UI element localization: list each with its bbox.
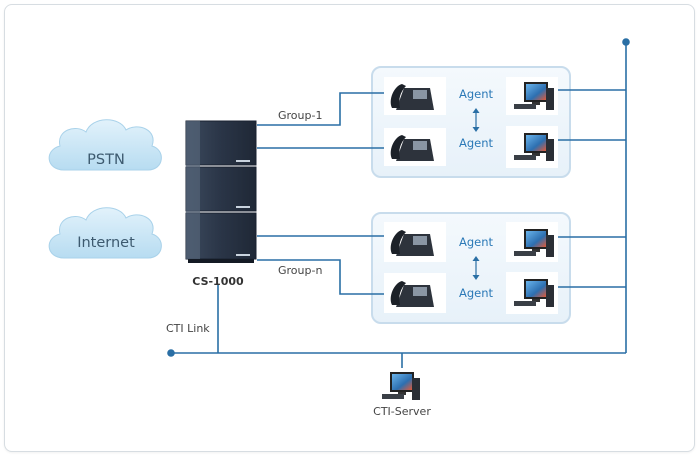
computer-icon <box>514 229 554 257</box>
cti-link-label: CTI Link <box>166 322 210 335</box>
double-arrow-icon <box>472 108 480 132</box>
group-1-agent-2: Agent <box>459 136 494 150</box>
pstn-label: PSTN <box>87 152 125 168</box>
computer-icon <box>514 279 554 307</box>
phone-icon <box>390 281 434 307</box>
double-arrow-icon <box>472 256 480 280</box>
group-n-line-lower <box>257 259 386 295</box>
group-n-agent-2: Agent <box>459 286 494 300</box>
phone-icon <box>390 230 434 256</box>
group-1-agent-1: Agent <box>459 87 494 101</box>
switch-label: CS-1000 <box>192 275 244 288</box>
cti-server-computer-icon <box>382 372 420 400</box>
group-n-devices <box>384 222 558 314</box>
phone-icon <box>390 84 434 110</box>
group-1-label: Group-1 <box>278 109 322 122</box>
bus-endpoint-top <box>622 38 630 46</box>
phone-icon <box>390 135 434 161</box>
bus-endpoint-left <box>167 349 175 357</box>
internet-cloud: Internet <box>48 207 162 259</box>
computer-icon <box>514 82 554 110</box>
computer-icon <box>514 133 554 161</box>
group-1-line-upper <box>257 92 386 126</box>
group-1-devices <box>384 77 558 168</box>
connection-lines <box>171 42 627 368</box>
cs-1000-switch <box>185 120 257 263</box>
group-n-label: Group-n <box>278 264 322 277</box>
pstn-cloud: PSTN <box>48 119 162 171</box>
cti-server-label: CTI-Server <box>373 405 431 418</box>
internet-label: Internet <box>77 235 135 251</box>
group-n-agent-1: Agent <box>459 235 494 249</box>
